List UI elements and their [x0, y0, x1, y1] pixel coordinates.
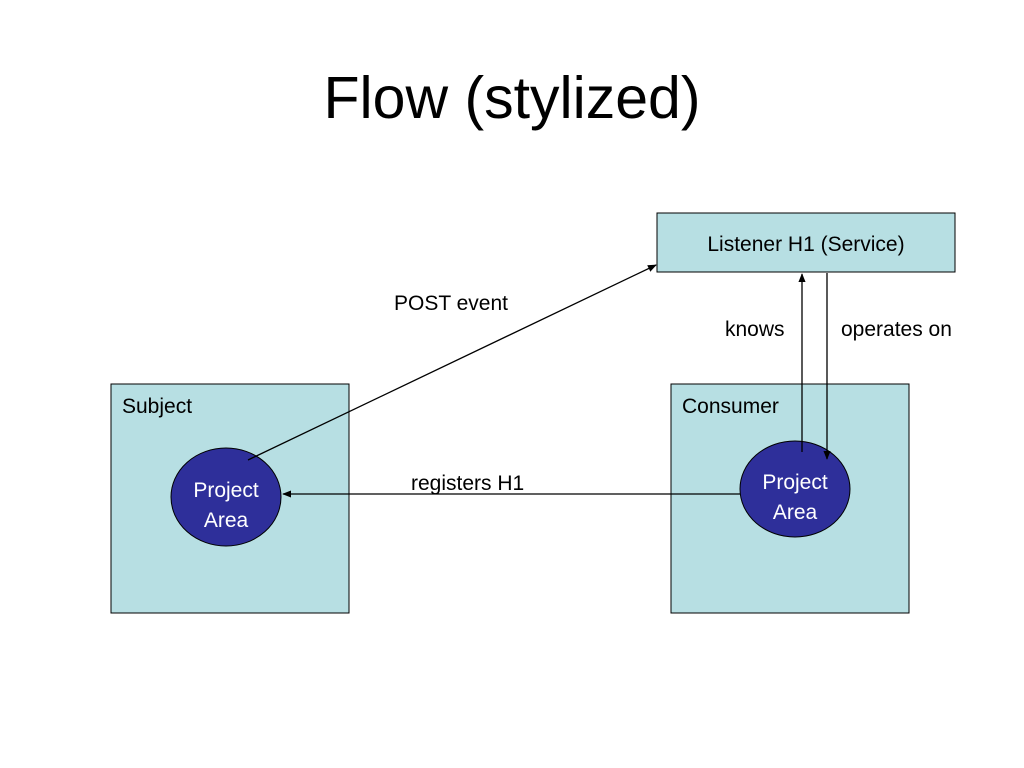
- operates-on-label: operates on: [841, 318, 952, 341]
- listener-node: Listener H1 (Service): [656, 212, 956, 273]
- consumer-project-area-line2: Area: [773, 501, 818, 524]
- consumer-project-area-line1: Project: [762, 471, 828, 494]
- consumer-label: Consumer: [682, 395, 779, 418]
- subject-project-area-ellipse: [170, 447, 282, 547]
- listener-box: [656, 212, 956, 273]
- post-event-label: POST event: [394, 292, 508, 315]
- knows-label: knows: [725, 318, 785, 341]
- consumer-node: Consumer Project Area: [670, 383, 910, 614]
- subject-label: Subject: [122, 395, 192, 418]
- subject-project-area-line1: Project: [193, 479, 259, 502]
- consumer-project-area-ellipse: [739, 440, 851, 538]
- page-title: Flow (stylized): [323, 65, 701, 131]
- subject-node: Subject Project Area: [110, 383, 350, 614]
- subject-project-area-line2: Area: [204, 509, 249, 532]
- registers-label: registers H1: [411, 472, 524, 495]
- post-event-arrow: [247, 264, 657, 461]
- listener-label: Listener H1 (Service): [707, 233, 904, 256]
